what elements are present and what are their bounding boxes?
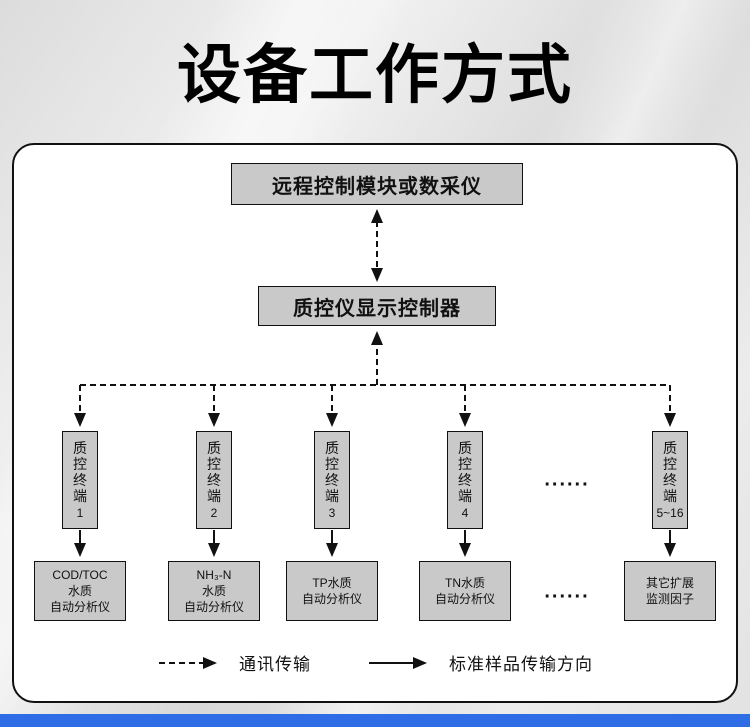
terminal-box-4: 质控终端 4 bbox=[447, 431, 483, 529]
analyzer-box-cod-toc: COD/TOC 水质 自动分析仪 bbox=[34, 561, 126, 621]
terminal-2-label: 质控终端 bbox=[206, 439, 221, 505]
terminal-5-number: 5~16 bbox=[656, 506, 684, 521]
terminal-1-label: 质控终端 bbox=[72, 439, 87, 505]
solid-arrow-icon bbox=[369, 656, 427, 669]
qc-display-controller-box: 质控仪显示控制器 bbox=[258, 286, 496, 326]
remote-control-module-box: 远程控制模块或数采仪 bbox=[231, 163, 523, 205]
analyzer-box-tp: TP水质 自动分析仪 bbox=[286, 561, 378, 621]
terminal-4-label: 质控终端 bbox=[457, 439, 472, 505]
remote-control-module-label: 远程控制模块或数采仪 bbox=[272, 175, 482, 198]
terminal-5-label: 质控终端 bbox=[662, 439, 677, 505]
diagram-panel: 远程控制模块或数采仪 质控仪显示控制器 质控终端 1 质控终端 2 质控终端 3… bbox=[12, 143, 738, 703]
terminal-3-label: 质控终端 bbox=[324, 439, 339, 505]
analyzer-extension-label: 其它扩展 监测因子 bbox=[645, 575, 694, 606]
terminal-3-number: 3 bbox=[328, 506, 336, 521]
analyzer-box-extension: 其它扩展 监测因子 bbox=[624, 561, 716, 621]
legend-sample-label: 标准样品传输方向 bbox=[449, 655, 593, 674]
legend: 通讯传输 标准样品传输方向 bbox=[14, 650, 736, 675]
terminal-box-3: 质控终端 3 bbox=[314, 431, 350, 529]
page-title: 设备工作方式 bbox=[177, 39, 573, 111]
analyzer-cod-toc-label: COD/TOC 水质 自动分析仪 bbox=[49, 567, 110, 615]
terminal-box-5: 质控终端 5~16 bbox=[652, 431, 688, 529]
legend-comms-label: 通讯传输 bbox=[239, 655, 311, 674]
terminal-2-number: 2 bbox=[210, 506, 218, 521]
analyzer-box-tn: TN水质 自动分析仪 bbox=[419, 561, 511, 621]
connector-lines bbox=[74, 209, 676, 557]
terminal-1-number: 1 bbox=[76, 506, 84, 521]
terminal-4-number: 4 bbox=[461, 506, 469, 521]
analyzer-nh3n-label: NH₃-N 水质 自动分析仪 bbox=[183, 567, 244, 615]
dashed-arrow-icon bbox=[159, 656, 217, 669]
analyzer-tp-label: TP水质 自动分析仪 bbox=[301, 575, 362, 606]
terminal-box-1: 质控终端 1 bbox=[62, 431, 98, 529]
bottom-accent-bar bbox=[0, 714, 750, 727]
analyzers-ellipsis: ...... bbox=[544, 580, 590, 603]
analyzer-tn-label: TN水质 自动分析仪 bbox=[434, 575, 495, 606]
legend-item-sample: 标准样品传输方向 bbox=[367, 650, 593, 675]
terminals-ellipsis: ...... bbox=[544, 468, 590, 491]
analyzer-box-nh3n: NH₃-N 水质 自动分析仪 bbox=[168, 561, 260, 621]
legend-item-comms: 通讯传输 bbox=[157, 650, 311, 675]
qc-display-controller-label: 质控仪显示控制器 bbox=[293, 297, 461, 320]
terminal-box-2: 质控终端 2 bbox=[196, 431, 232, 529]
